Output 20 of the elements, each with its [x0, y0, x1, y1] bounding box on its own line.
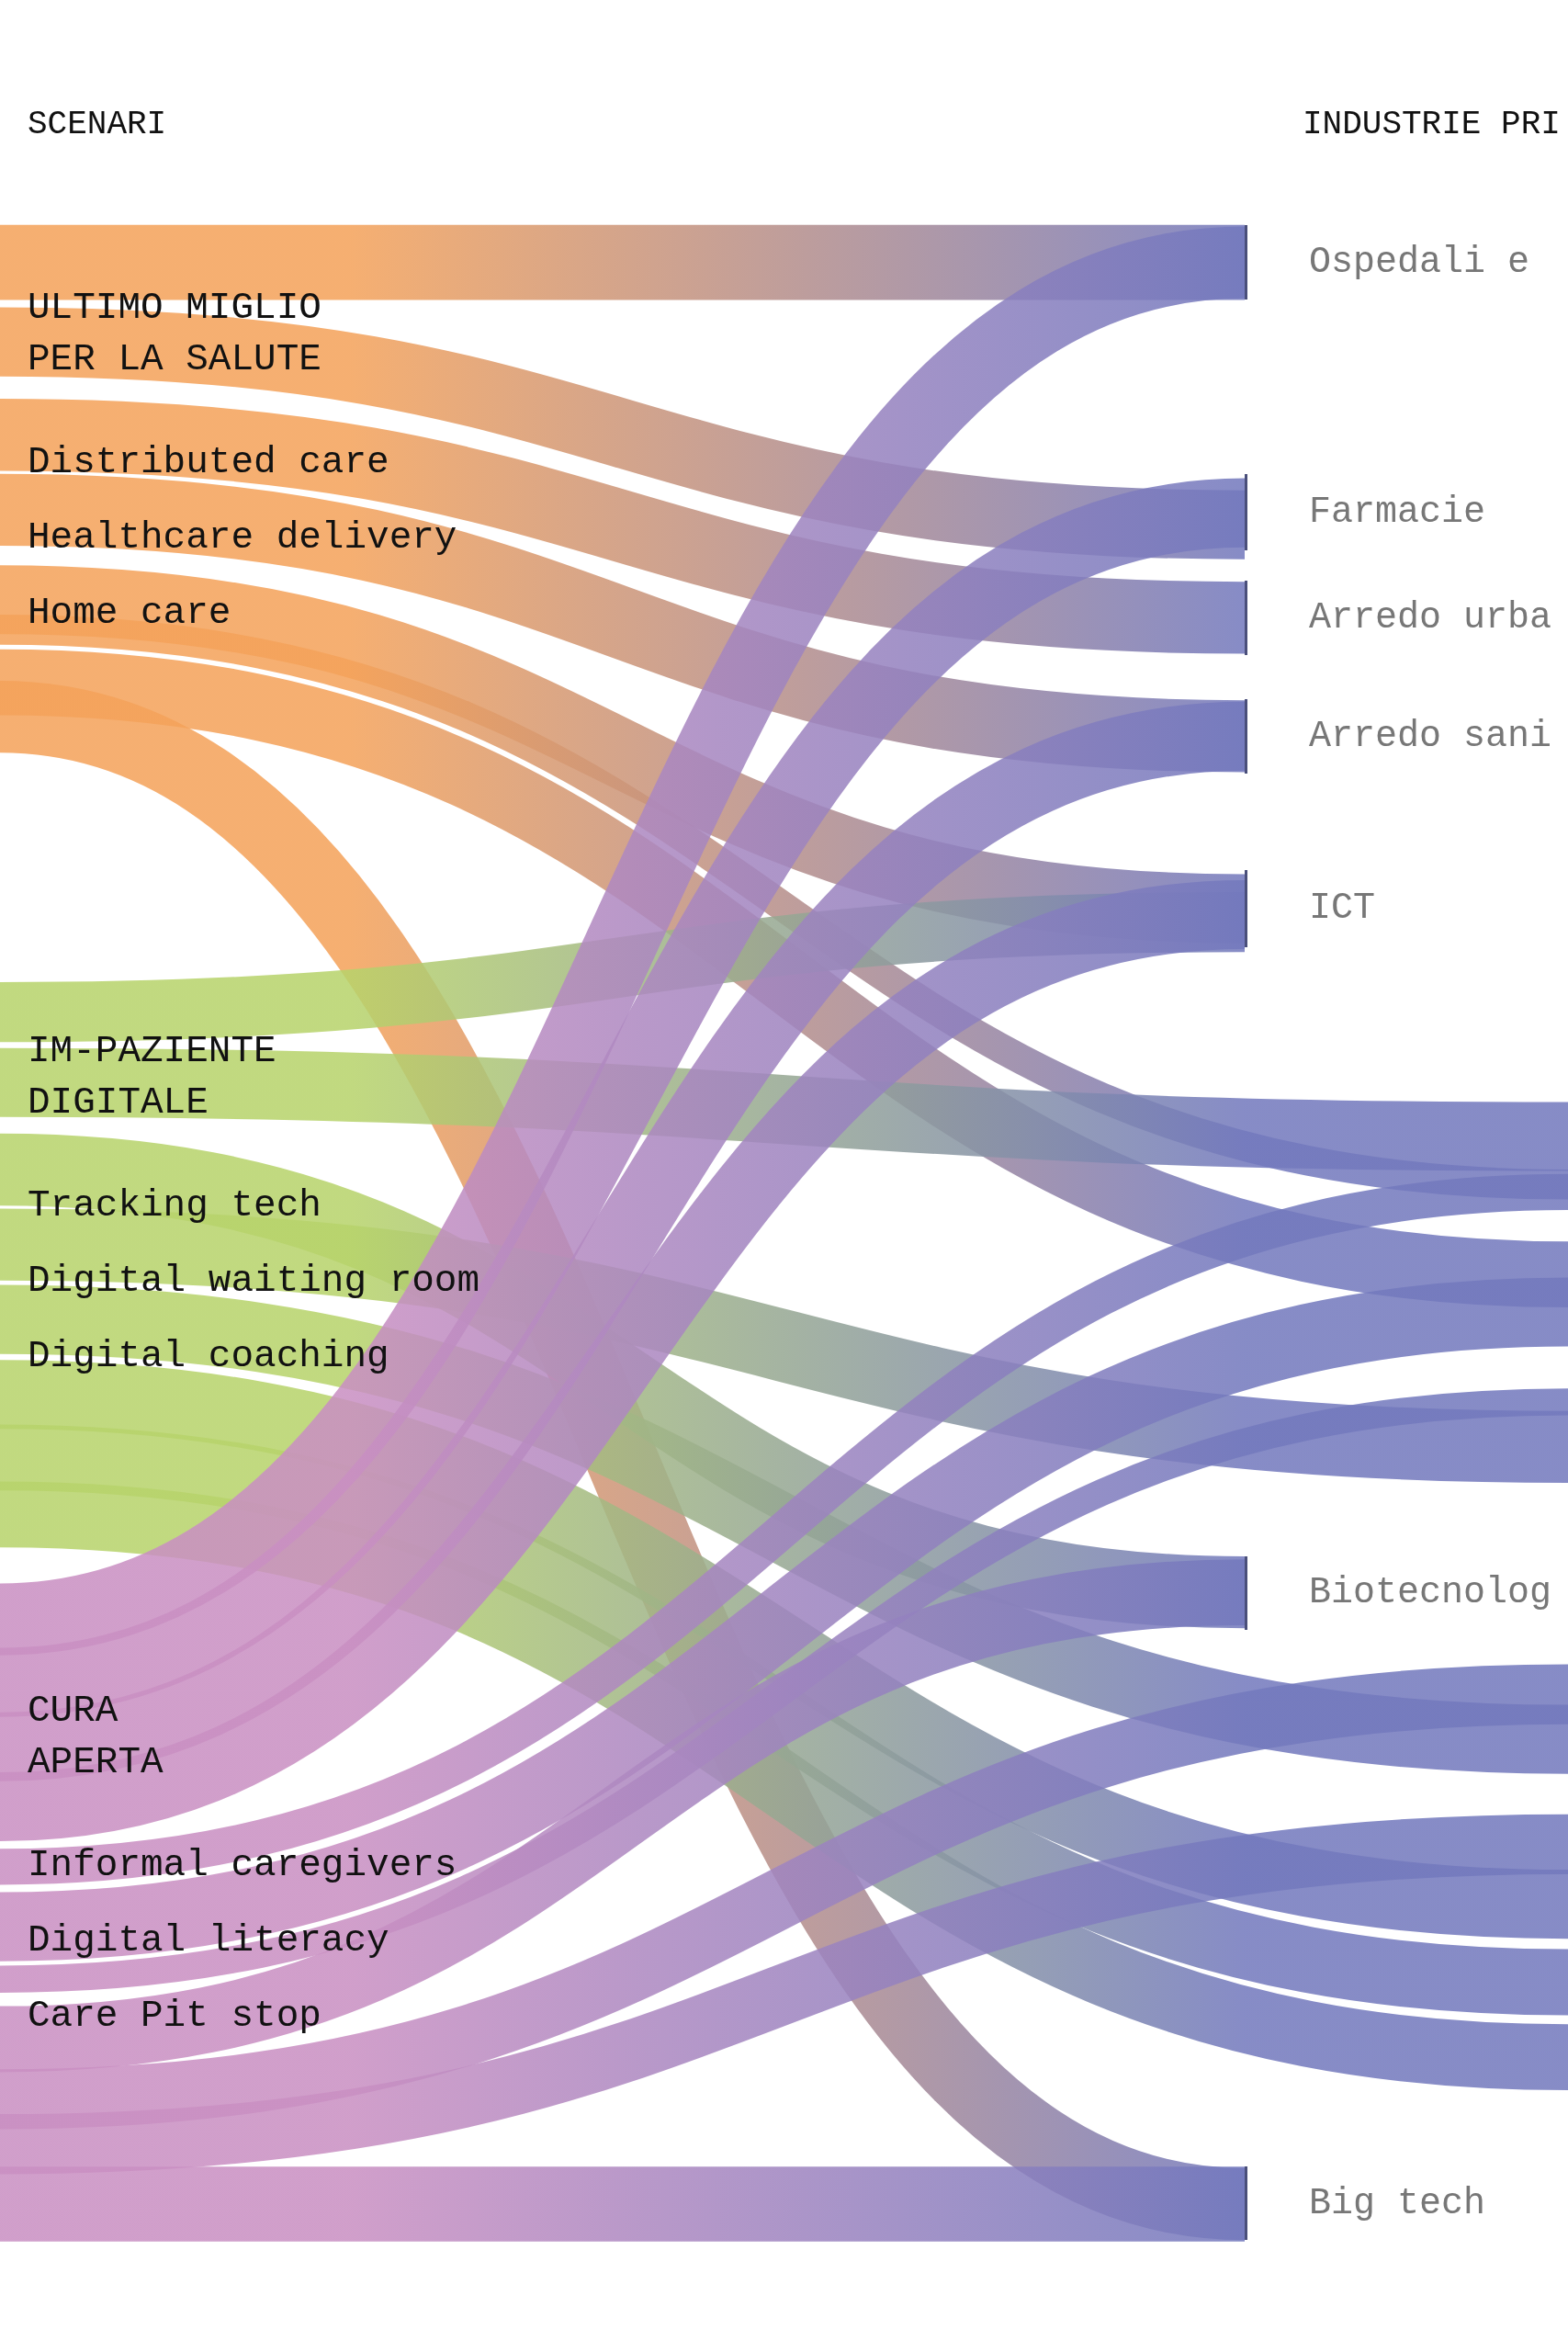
industry-label: Farmacie	[1309, 491, 1486, 533]
flow-ribbon	[0, 307, 1246, 560]
scenario-item: Home care	[28, 590, 231, 636]
scenario-item: Distributed care	[28, 439, 389, 485]
scenario-heading: CURA APERTA	[28, 1689, 164, 1786]
column-header: SCENARI	[28, 106, 167, 143]
scenario-heading: ULTIMO MIGLIO PER LA SALUTE	[28, 285, 322, 382]
scenario-item: Care Pit stop	[28, 1994, 321, 2040]
column-header: INDUSTRIE PRI	[1303, 106, 1561, 143]
scenario-item: Informal caregivers	[28, 1843, 457, 1889]
scenario-item: Tracking tech	[28, 1183, 321, 1229]
industry-label: Biotecnolog	[1309, 1572, 1552, 1614]
scenario-item: Digital literacy	[28, 1918, 389, 1964]
industry-label: Arredo sani	[1309, 715, 1552, 757]
industry-label: Ospedali e	[1309, 242, 1530, 284]
industry-label: ICT	[1309, 888, 1375, 930]
industry-label: Arredo urba	[1309, 596, 1552, 639]
flow-ribbon	[0, 1047, 1568, 1171]
scenario-item: Healthcare delivery	[28, 514, 457, 560]
industry-label: Big tech	[1309, 2182, 1486, 2224]
